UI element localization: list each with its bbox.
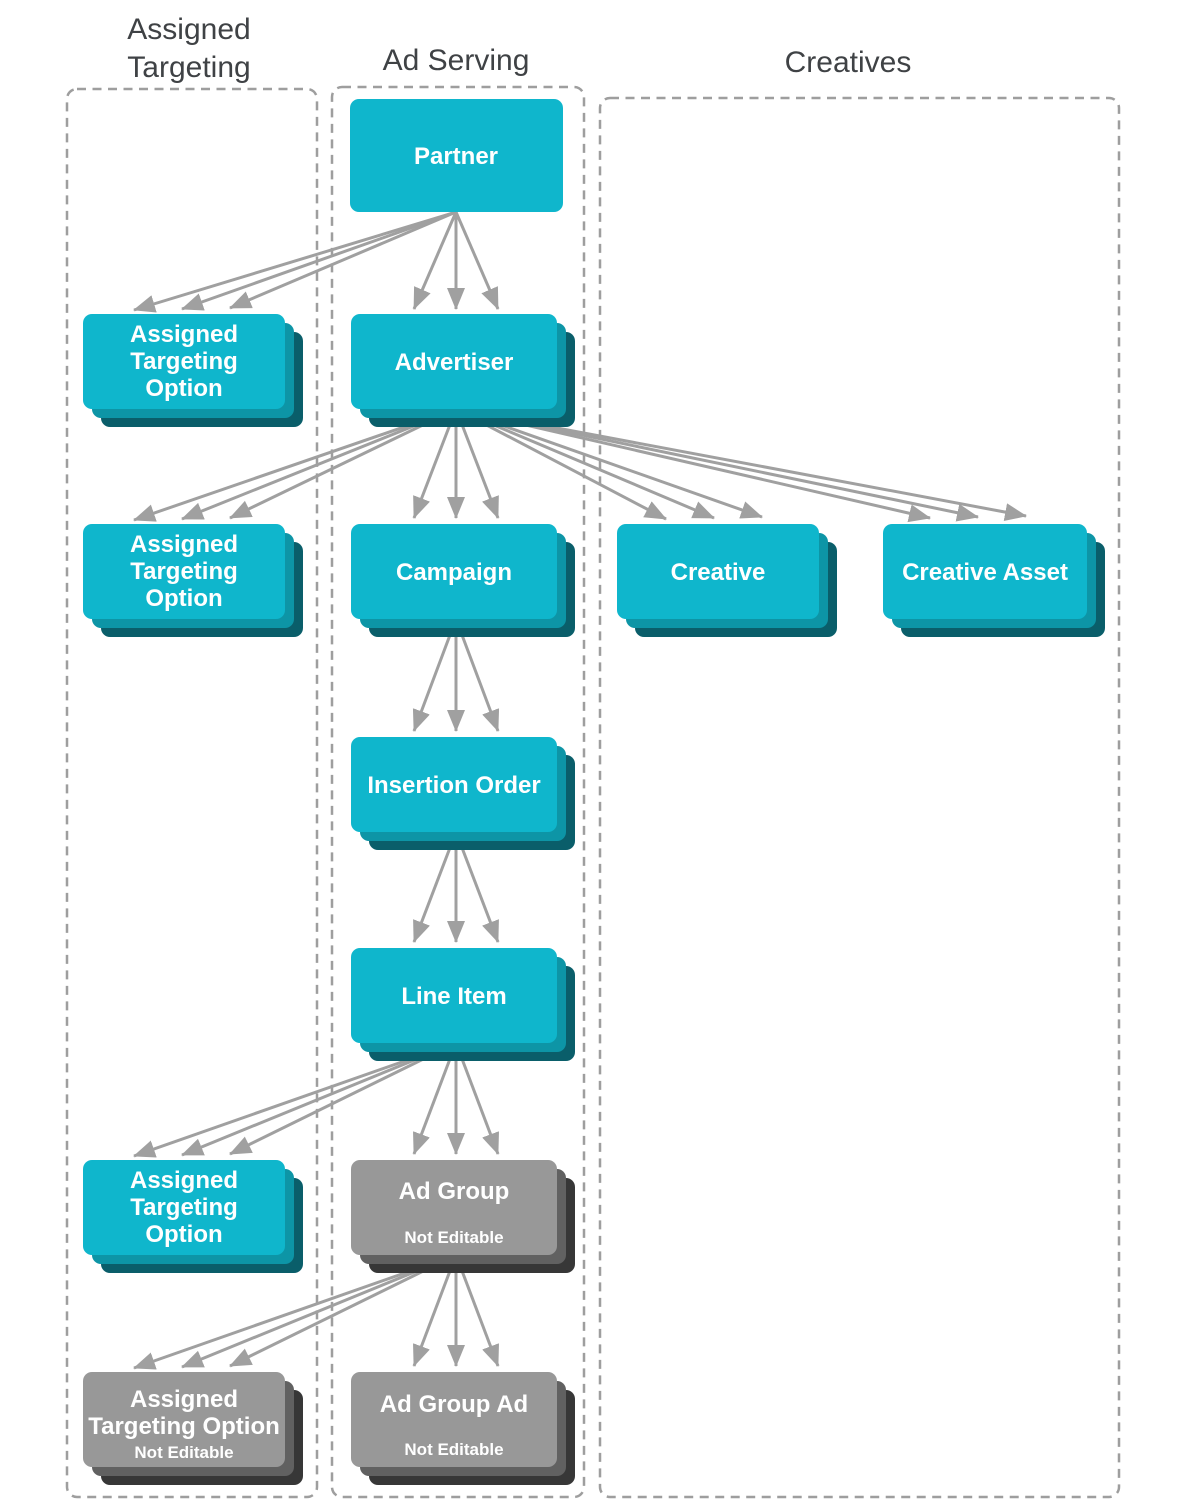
partner-label: Partner [414, 143, 498, 170]
assigned-targeting-option-node-2: Assigned Targeting Option [83, 524, 303, 637]
creative-node: Creative [617, 524, 837, 637]
ato-label-line3: Option [145, 1221, 222, 1248]
insertion-order-node: Insertion Order [351, 737, 575, 850]
assigned-targeting-column-border [65, 87, 319, 1499]
ad-group-box [351, 1160, 557, 1255]
creative-asset-box [883, 524, 1087, 619]
creative-label: Creative [671, 559, 766, 586]
ad-serving-column-border [330, 85, 586, 1499]
ad-group-ad-node: Ad Group Ad Not Editable [351, 1372, 575, 1485]
ato-ne-sublabel: Not Editable [134, 1443, 233, 1462]
assigned-targeting-option-node-3: Assigned Targeting Option [83, 1160, 303, 1273]
ato-label-line1: Assigned [130, 1167, 238, 1194]
insertion-order-label: Insertion Order [367, 772, 540, 799]
arrows-line-item-to-assigned-targeting-option [133, 1041, 457, 1158]
ato-ne-label-line2: Targeting Option [88, 1413, 280, 1440]
assigned-targeting-option-box [83, 1160, 285, 1255]
creative-asset-label: Creative Asset [902, 559, 1068, 586]
advertiser-box [351, 314, 557, 409]
ato-label-line2: Targeting [130, 558, 238, 585]
advertiser-node: Advertiser [351, 314, 575, 427]
line-item-box [351, 948, 557, 1043]
ato-ne-label-line1: Assigned [130, 1386, 238, 1413]
column-header-assigned-targeting-line1: Assigned [127, 13, 250, 46]
ato-label-line1: Assigned [130, 531, 238, 558]
campaign-label: Campaign [396, 559, 512, 586]
column-header-ad-serving: Ad Serving [383, 44, 530, 77]
arrows-ad-group-to-ad-group-ad [412, 1254, 500, 1367]
arrows-insertion-order-to-line-item [412, 831, 500, 943]
line-item-label: Line Item [401, 983, 506, 1010]
creative-box [617, 524, 819, 619]
arrows-advertiser-to-campaign [412, 408, 500, 519]
column-header-assigned-targeting-line2: Targeting [127, 51, 250, 84]
ato-label-line1: Assigned [130, 321, 238, 348]
campaign-box [351, 524, 557, 619]
creative-asset-node: Creative Asset [883, 524, 1105, 637]
line-item-node: Line Item [351, 948, 575, 1061]
partner-node: Partner [350, 99, 563, 212]
assigned-targeting-option-box [83, 524, 285, 619]
assigned-targeting-option-node-1: Assigned Targeting Option [83, 314, 303, 427]
insertion-order-box [351, 737, 557, 832]
ad-group-sublabel: Not Editable [404, 1228, 503, 1247]
ad-group-ad-sublabel: Not Editable [404, 1440, 503, 1459]
arrows-ad-group-to-assigned-targeting-option [133, 1253, 457, 1370]
column-header-creatives: Creatives [785, 46, 912, 79]
ad-group-label: Ad Group [399, 1178, 510, 1205]
ad-group-ad-box [351, 1372, 557, 1467]
ato-label-line2: Targeting [130, 1194, 238, 1221]
assigned-targeting-option-box [83, 314, 285, 409]
arrows-campaign-to-insertion-order [412, 618, 500, 732]
assigned-targeting-option-not-editable-box [83, 1372, 285, 1467]
ato-label-line2: Targeting [130, 348, 238, 375]
assigned-targeting-option-not-editable-node: Assigned Targeting Option Not Editable [83, 1372, 303, 1485]
campaign-node: Campaign [351, 524, 575, 637]
arrows-line-item-to-ad-group [412, 1042, 500, 1155]
ad-group-ad-label: Ad Group Ad [380, 1391, 528, 1418]
creatives-column-border [598, 96, 1121, 1499]
ato-label-line3: Option [145, 585, 222, 612]
arrows-partner-to-assigned-targeting-option [133, 210, 457, 313]
advertiser-label: Advertiser [395, 349, 514, 376]
ad-group-node: Ad Group Not Editable [351, 1160, 575, 1273]
arrows-partner-to-advertiser [412, 211, 500, 310]
arrows-advertiser-to-assigned-targeting-option [133, 407, 457, 522]
partner-box [350, 99, 563, 212]
ato-label-line3: Option [145, 375, 222, 402]
